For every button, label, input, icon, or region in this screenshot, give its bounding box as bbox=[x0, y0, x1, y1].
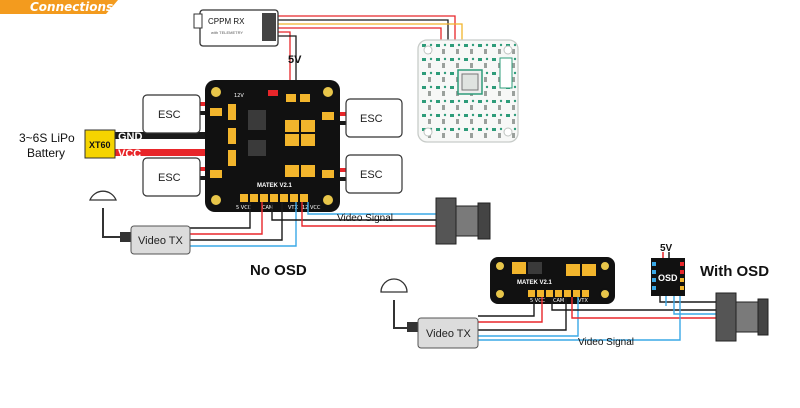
video-wires-bottom bbox=[478, 292, 716, 341]
receiver-voltage-label: 5V bbox=[288, 54, 302, 66]
camera-top bbox=[435, 197, 491, 245]
camera-bottom bbox=[715, 292, 769, 342]
esc-top-right: ESC bbox=[345, 98, 403, 138]
pdb-cam: CAM bbox=[262, 205, 273, 211]
video-signal-label-bottom: Video Signal bbox=[578, 337, 634, 348]
video-tx-top: Video TX bbox=[89, 190, 191, 255]
gnd-label: GND bbox=[118, 131, 143, 143]
pdb-name: MATEK V2.1 bbox=[517, 280, 553, 286]
xt60-label: XT60 bbox=[89, 140, 111, 150]
pdb-bottom-5v-vcc: 5 VCC bbox=[530, 298, 546, 304]
video-tx-label: Video TX bbox=[426, 328, 472, 340]
cppm-receiver: CPPM RX with TELEMETRY bbox=[193, 9, 279, 47]
pdb-rail-12v: 12V bbox=[234, 93, 244, 99]
esc-bottom-right: ESC bbox=[345, 154, 403, 194]
receiver-subtitle: with TELEMETRY bbox=[211, 30, 243, 35]
video-wires-top bbox=[190, 202, 436, 247]
battery-label-line1: 3~6S LiPo bbox=[19, 131, 75, 145]
section-tab-label: Connections bbox=[30, 0, 113, 14]
pdb-name: MATEK V2.1 bbox=[257, 183, 293, 189]
osd-voltage-label: 5V bbox=[660, 243, 673, 254]
esc-top-left: ESC bbox=[142, 94, 201, 134]
esc-label: ESC bbox=[360, 113, 383, 125]
pdb-rail-5v-vcc: 5 VCC bbox=[236, 205, 252, 211]
pdb-board-bottom: MATEK V2.1 5 VCC CAM VTX bbox=[490, 257, 615, 304]
receiver-title: CPPM RX bbox=[208, 17, 245, 26]
esc-label: ESC bbox=[158, 172, 181, 184]
osd-label: OSD bbox=[658, 273, 678, 283]
osd-module: OSD bbox=[651, 252, 685, 296]
caption-no-osd: No OSD bbox=[250, 262, 307, 279]
battery-wires: GND VCC bbox=[114, 131, 222, 160]
xt60-connector: XT60 bbox=[84, 129, 116, 159]
pdb-bottom-cam: CAM bbox=[553, 298, 564, 304]
pdb-vtx: VTX bbox=[288, 205, 298, 211]
pdb-board-top: 12V MATEK V2.1 5 VCC CAM VTX 12 VCC bbox=[205, 80, 340, 212]
video-signal-label-top: Video Signal bbox=[337, 213, 393, 224]
esc-label: ESC bbox=[360, 169, 383, 181]
battery-label-line2: Battery bbox=[27, 146, 65, 160]
video-tx-bottom: Video TX bbox=[380, 278, 479, 349]
video-tx-label: Video TX bbox=[138, 235, 184, 247]
section-tab: Connections bbox=[0, 0, 118, 14]
esc-label: ESC bbox=[158, 109, 181, 121]
rx-to-fc-wires bbox=[278, 15, 463, 84]
flight-controller-board bbox=[417, 39, 519, 143]
caption-with-osd: With OSD bbox=[700, 263, 769, 280]
esc-bottom-left: ESC bbox=[142, 157, 201, 197]
vcc-label: VCC bbox=[118, 148, 141, 160]
pdb-bottom-vtx: VTX bbox=[578, 298, 588, 304]
pdb-vcc-12: 12 VCC bbox=[302, 205, 321, 211]
